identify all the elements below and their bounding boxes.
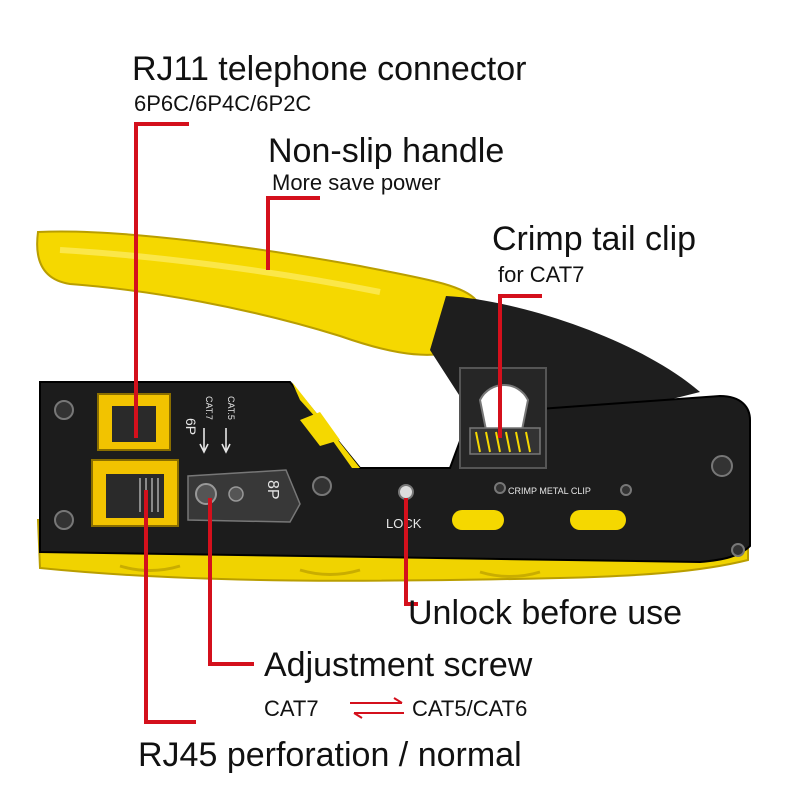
- slider-right: [570, 510, 626, 530]
- line-crimp-tail: [498, 294, 542, 438]
- adjust-to: CAT5/CAT6: [412, 696, 528, 721]
- mark-cat5: CAT.5: [226, 396, 236, 420]
- rj11-subtitle: 6P6C/6P4C/6P2C: [134, 91, 312, 116]
- crimp-tail-title: Crimp tail clip: [492, 220, 697, 258]
- line-adjust: [208, 498, 254, 666]
- adjust-from: CAT7: [264, 696, 319, 721]
- mark-cat7: CAT.7: [204, 396, 214, 420]
- callout-lines: [134, 122, 542, 724]
- line-handle: [266, 196, 320, 270]
- unlock-title: Unlock before use: [408, 594, 683, 632]
- swap-arrows-icon: [350, 697, 404, 719]
- line-rj45: [144, 490, 196, 724]
- yellow-handle: [36, 230, 481, 356]
- line-unlock: [404, 498, 418, 606]
- rj45-title: RJ45 perforation / normal: [138, 736, 522, 774]
- slider-left: [452, 510, 504, 530]
- handle-title: Non-slip handle: [268, 132, 505, 170]
- adjustment-plate: [187, 469, 301, 523]
- crimp-jaw: [459, 367, 547, 469]
- mark-lock: LOCK: [386, 516, 422, 531]
- rj11-title: RJ11 telephone connector: [132, 50, 527, 88]
- mark-crimp-metal-clip: CRIMP METAL CLIP: [508, 486, 591, 496]
- adjust-title: Adjustment screw: [264, 646, 533, 684]
- rivets: [54, 400, 745, 557]
- mark-6p: 6P: [183, 418, 199, 435]
- rj45-port: [91, 459, 179, 527]
- handle-subtitle: More save power: [272, 170, 441, 195]
- line-rj11: [134, 122, 189, 438]
- mark-8p: 8P: [264, 480, 281, 500]
- crimp-tail-subtitle: for CAT7: [498, 262, 585, 287]
